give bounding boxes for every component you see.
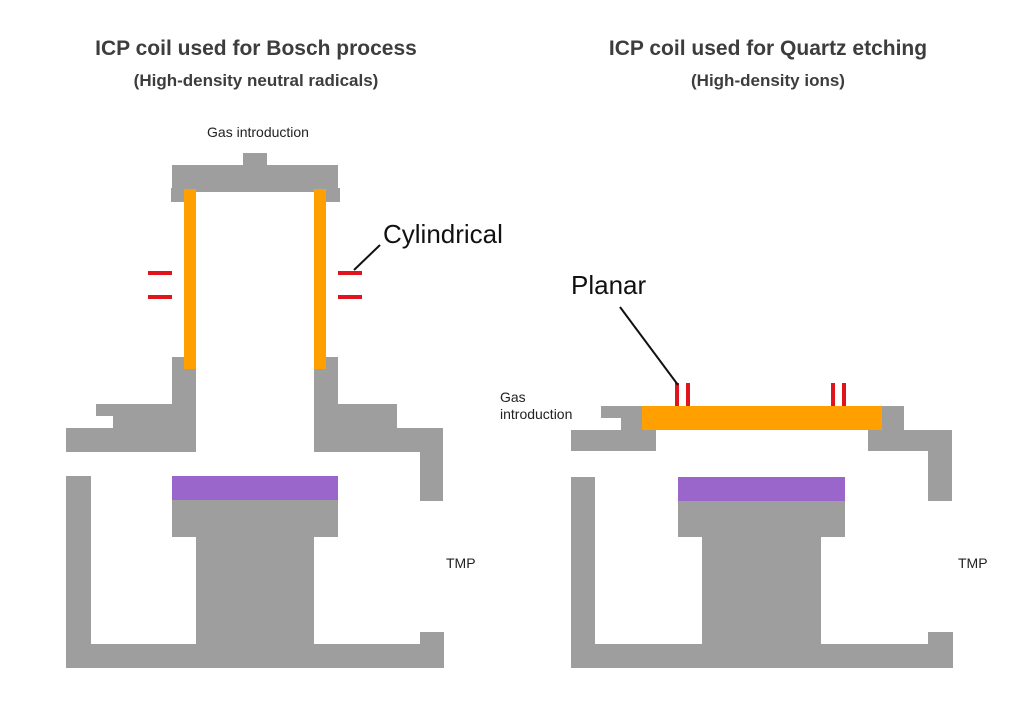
left-lid (172, 165, 338, 192)
left-flange-left (66, 357, 196, 452)
rf-coil-mark (686, 383, 690, 406)
right-wafer (678, 477, 845, 501)
right-gas-label-line1: Gas (500, 389, 526, 405)
right-panel: ICP coil used for Quartz etching (High-d… (500, 37, 988, 668)
right-lower-chamber (571, 477, 953, 668)
left-gas-label: Gas introduction (207, 124, 309, 140)
right-pump-label: TMP (958, 555, 988, 571)
right-flange-left (571, 406, 656, 451)
right-coil-window (642, 406, 882, 430)
right-chamber (571, 406, 953, 668)
left-lid-right-lip (325, 188, 340, 202)
right-subtitle: (High-density ions) (691, 71, 845, 90)
left-lid-left-lip (171, 188, 186, 202)
rf-coil-mark (338, 271, 362, 275)
left-subtitle: (High-density neutral radicals) (134, 71, 379, 90)
right-gas-label-line2: introduction (500, 406, 572, 422)
right-flange-right (868, 406, 952, 501)
left-gas-inlet (243, 153, 267, 166)
left-rf-coils (148, 271, 362, 299)
rf-coil-mark (148, 295, 172, 299)
left-coil-wall-right (314, 189, 326, 369)
right-coil-leader (619, 306, 679, 386)
rf-coil-mark (338, 295, 362, 299)
right-coil-label: Planar (571, 270, 646, 300)
left-coil-leader (353, 244, 381, 271)
right-rf-coils (675, 383, 846, 406)
rf-coil-mark (842, 383, 846, 406)
left-panel: ICP coil used for Bosch process (High-de… (66, 37, 503, 668)
left-coil-label: Cylindrical (383, 219, 503, 249)
right-title: ICP coil used for Quartz etching (609, 37, 927, 60)
rf-coil-mark (831, 383, 835, 406)
rf-coil-mark (675, 383, 679, 406)
left-coil-wall-left (184, 189, 196, 369)
left-wafer (172, 476, 338, 500)
left-lower-chamber (66, 476, 444, 668)
rf-coil-mark (148, 271, 172, 275)
left-flange-right (314, 357, 443, 501)
left-pump-label: TMP (446, 555, 476, 571)
left-title: ICP coil used for Bosch process (95, 37, 417, 60)
left-chamber (66, 153, 444, 668)
